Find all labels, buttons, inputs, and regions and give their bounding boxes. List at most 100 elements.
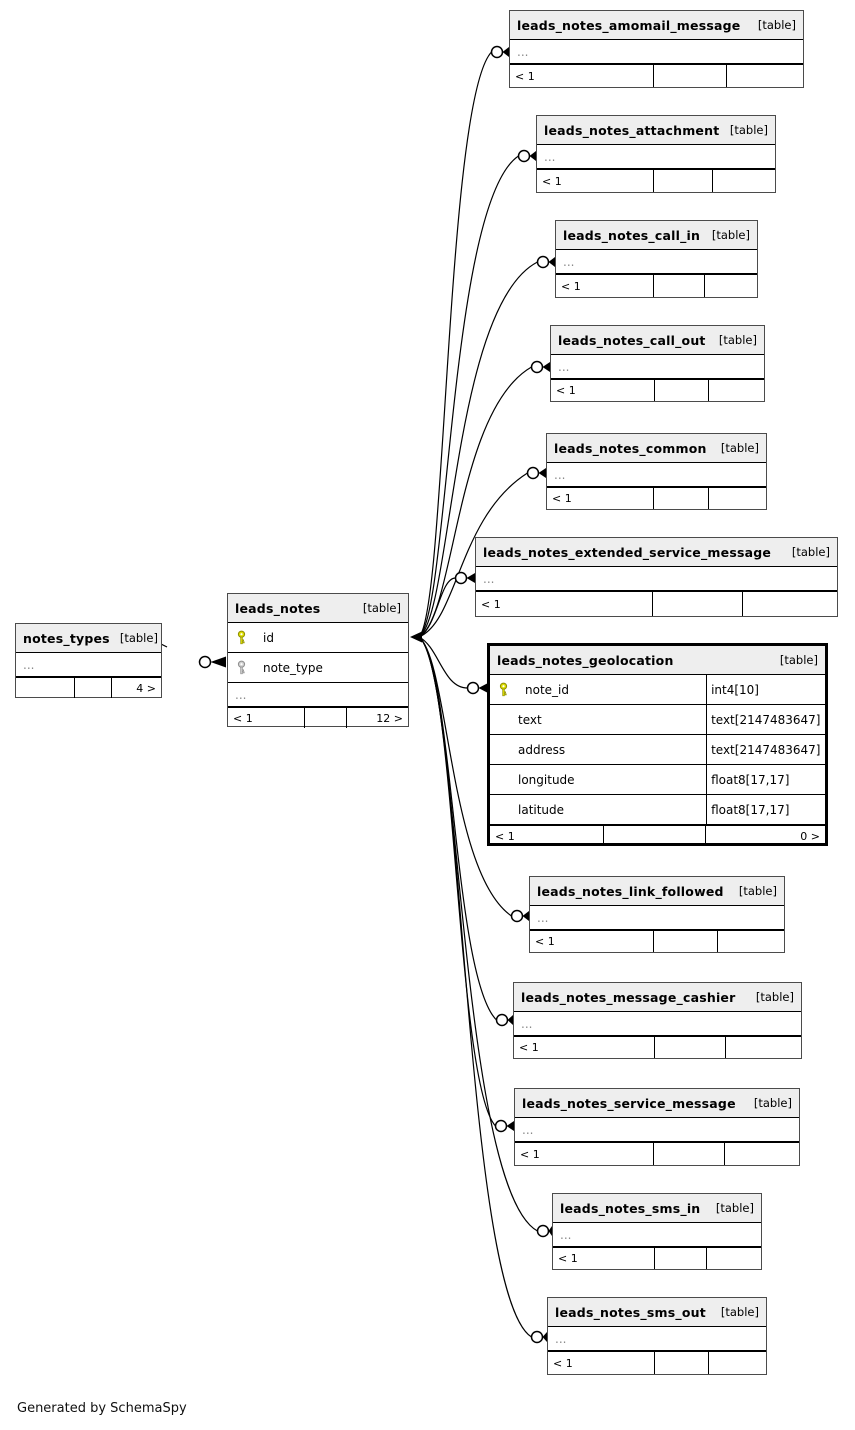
edge-leads_notes-to-leads_notes_extended_service_message [418, 571, 475, 638]
zero-or-one-circle-icon [536, 255, 550, 269]
edge-leads_notes-to-leads_notes_geolocation [418, 636, 488, 695]
ellipsis-label: ... [517, 44, 529, 59]
edge-leads_notes-to-leads_notes_amomail_message [418, 45, 509, 638]
table-leads_notes_sms_out[interactable]: leads_notes_sms_out[table]...< 1 [547, 1297, 767, 1375]
table-type-tag: [table] [720, 1305, 759, 1319]
table-leads_notes_service_message[interactable]: leads_notes_service_message[table]...< 1 [514, 1088, 800, 1166]
parents-count[interactable]: < 1 [476, 592, 653, 616]
table-name: leads_notes_geolocation [497, 652, 674, 668]
parents-count[interactable]: < 1 [515, 1143, 655, 1165]
column-row-note_type: note_type [228, 653, 408, 683]
parents-count[interactable]: < 1 [514, 1037, 655, 1058]
table-footer: 4 > [16, 677, 161, 698]
footer-spacer-cell [604, 826, 707, 846]
column-name: address [518, 742, 566, 757]
ellipsis-label: ... [483, 571, 495, 586]
ellipsis-label: ... [554, 467, 566, 482]
zero-or-one-circle-icon [454, 571, 468, 585]
parents-count[interactable]: < 1 [553, 1248, 655, 1269]
zero-or-one-circle-icon [526, 466, 540, 480]
table-header: leads_notes_extended_service_message[tab… [476, 538, 837, 567]
table-header: leads_notes_message_cashier[table] [514, 983, 801, 1012]
table-header: notes_types[table] [16, 624, 161, 653]
parents-count[interactable]: < 1 [548, 1352, 655, 1374]
column-name: longitude [518, 772, 575, 787]
table-type-tag: [table] [791, 545, 830, 559]
ellipsis-label: ... [560, 1227, 572, 1242]
table-header: leads_notes_amomail_message[table] [510, 11, 803, 40]
ellipsis-label: ... [235, 687, 247, 702]
columns-ellipsis-row: ... [228, 683, 408, 707]
table-leads_notes_amomail_message[interactable]: leads_notes_amomail_message[table]... < 1 [509, 10, 804, 88]
parents-count[interactable]: < 1 [537, 170, 654, 192]
columns-ellipsis-row: ... [16, 653, 161, 677]
children-count[interactable]: 4 > [136, 681, 156, 695]
table-type-tag: [table] [720, 441, 759, 455]
table-type-tag: [table] [711, 228, 750, 242]
table-footer: < 1 [514, 1036, 801, 1058]
table-leads_notes_call_in[interactable]: leads_notes_call_in[table]...< 1 [555, 220, 758, 298]
table-header: leads_notes_call_out[table] [551, 326, 764, 355]
fk-arrowhead-icon [478, 683, 488, 693]
footer-spacer-cell [305, 708, 347, 728]
parents-count[interactable]: < 1 [530, 931, 655, 952]
table-footer: < 1 [551, 379, 764, 401]
zero-or-one-circle-icon [510, 909, 524, 923]
columns-ellipsis-row: ... [553, 1223, 761, 1247]
key-icon-cell [228, 660, 256, 675]
table-leads_notes_attachment[interactable]: leads_notes_attachment[table]...< 1 [536, 115, 776, 193]
footer-spacer-cell [75, 678, 112, 698]
parents-count[interactable]: < 1 [556, 275, 655, 297]
table-leads_notes_message_cashier[interactable]: leads_notes_message_cashier[table]...< 1 [513, 982, 802, 1059]
edge-leads_notes-to-leads_notes_attachment [418, 149, 536, 638]
footer-spacer-cell [654, 1143, 726, 1165]
footer-spacer-cell [654, 931, 718, 952]
zero-or-one-circle-icon [530, 1330, 544, 1344]
parents-count[interactable]: < 1 [551, 380, 656, 401]
table-leads_notes_common[interactable]: leads_notes_common[table]...< 1 [546, 433, 767, 510]
parents-count[interactable]: < 1 [510, 65, 654, 87]
children-count [718, 931, 784, 952]
columns-ellipsis-row: ... [514, 1012, 801, 1036]
table-leads_notes_link_followed[interactable]: leads_notes_link_followed[table]...< 1 [529, 876, 785, 953]
footer-spacer-cell [655, 1037, 727, 1058]
table-leads_notes_extended_service_message[interactable]: leads_notes_extended_service_message[tab… [475, 537, 838, 617]
column-name: text [518, 712, 542, 727]
edge-curve [418, 155, 519, 638]
footer-spacer-cell [654, 170, 714, 192]
table-header: leads_notes[table] [228, 594, 408, 623]
fk-arrowhead-icon [542, 362, 550, 372]
table-header: leads_notes_call_in[table] [556, 221, 757, 250]
ellipsis-label: ... [544, 149, 556, 164]
fk-arrowhead-icon [466, 573, 475, 583]
parents-count[interactable]: < 1 [490, 826, 604, 846]
table-footer: < 1 [553, 1247, 761, 1269]
children-count[interactable]: 12 > [376, 711, 403, 725]
parents-count[interactable]: < 1 [547, 488, 655, 509]
table-leads_notes_sms_in[interactable]: leads_notes_sms_in[table]...< 1 [552, 1193, 762, 1270]
children-count [743, 592, 837, 616]
foreign-key-icon [237, 660, 246, 675]
table-footer: < 1 [547, 487, 766, 509]
column-row-address: address text[2147483647] [490, 735, 825, 765]
footer-spacer-cell [655, 380, 709, 401]
children-count [709, 380, 764, 401]
table-notes_types[interactable]: notes_types[table]... 4 > [15, 623, 162, 698]
column-type: int4[10] [706, 675, 825, 704]
children-count[interactable]: 0 > [800, 829, 820, 843]
parents-count[interactable]: < 1 [228, 708, 306, 728]
table-name: leads_notes_message_cashier [521, 989, 736, 1005]
zero-or-one-circle-icon [490, 45, 504, 59]
fk-arrowhead-icon [502, 47, 509, 57]
table-name: leads_notes_attachment [544, 122, 720, 138]
parents-count [16, 678, 76, 698]
column-row-id: id [228, 623, 408, 653]
table-name: leads_notes_sms_in [560, 1200, 701, 1216]
columns-ellipsis-row: ... [510, 40, 803, 64]
table-leads_notes_call_out[interactable]: leads_notes_call_out[table]...< 1 [550, 325, 765, 402]
column-type: text[2147483647] [706, 735, 825, 764]
children-count [725, 1143, 799, 1165]
